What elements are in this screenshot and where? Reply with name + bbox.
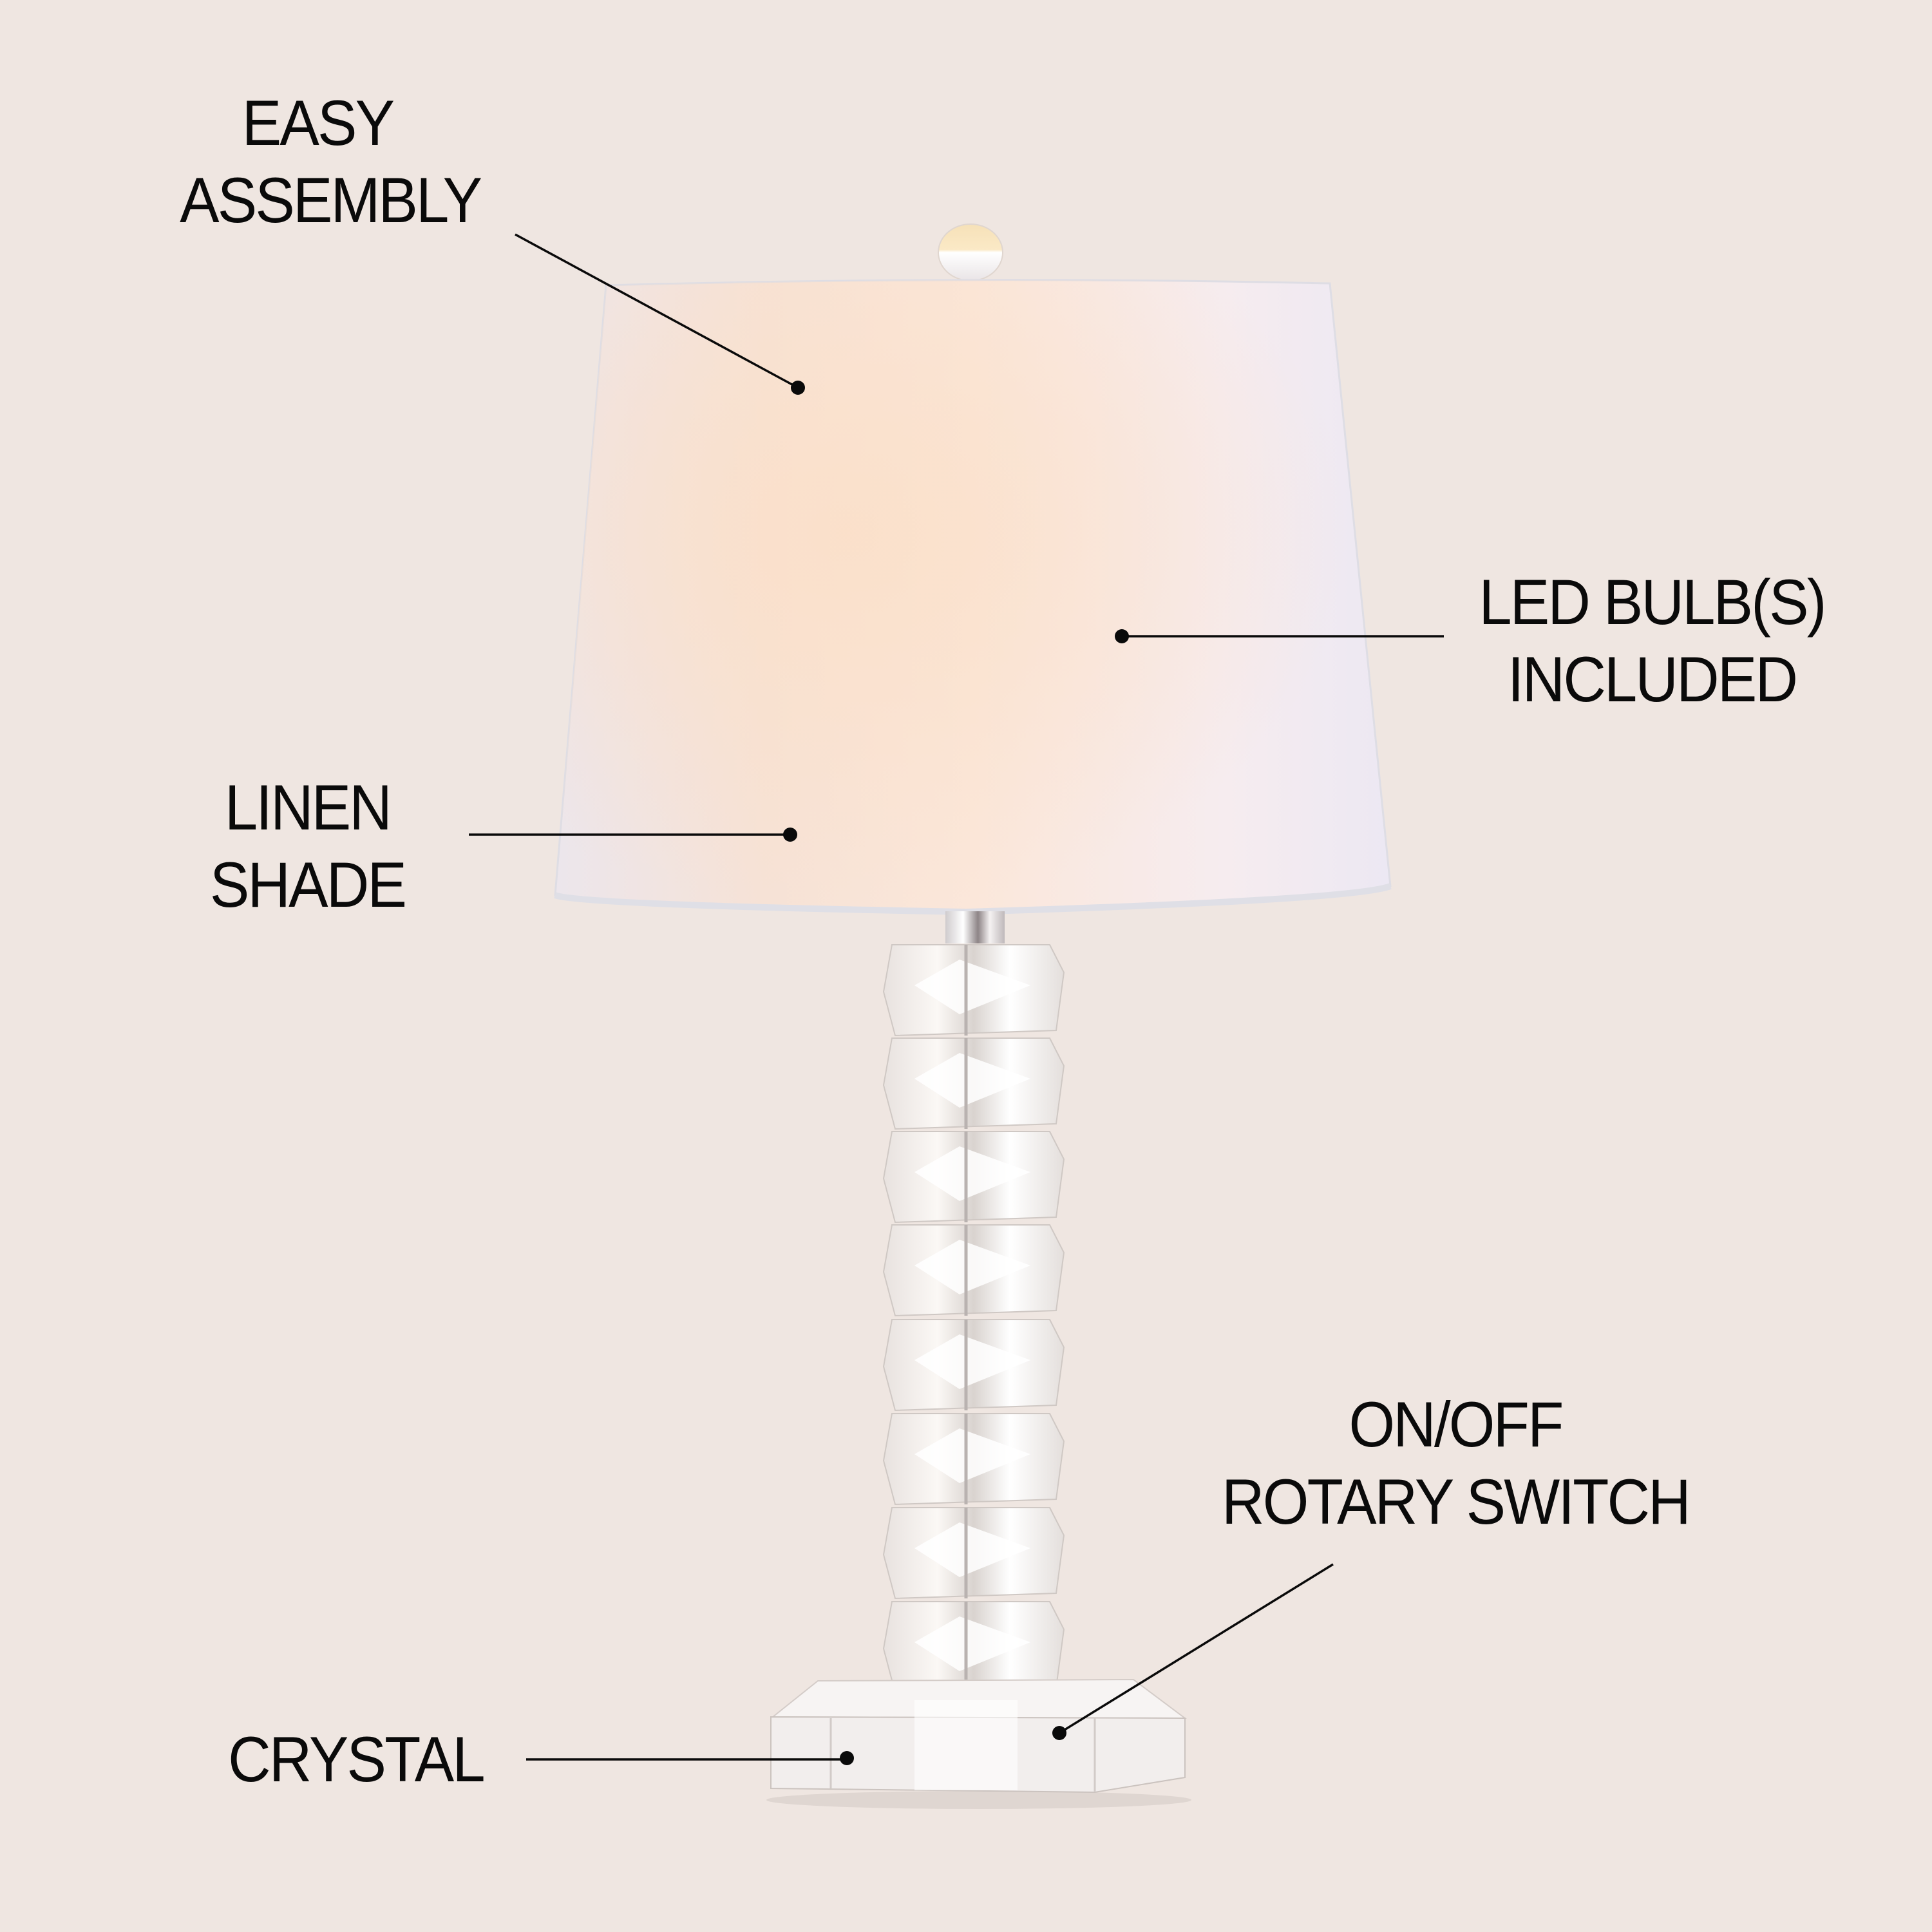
callout-line: CRYSTAL: [228, 1723, 485, 1795]
callout-line: LINEN: [224, 772, 392, 843]
callout-rotary-switch: ON/OFF ROTARY SWITCH: [1216, 1386, 1695, 1540]
callout-leaders: [469, 233, 1444, 1765]
dot-crystal: [840, 1751, 854, 1765]
dot-linen-shade: [783, 828, 797, 842]
callout-line: INCLUDED: [1507, 643, 1798, 715]
crystal-base: [766, 1678, 1191, 1809]
callout-line: ASSEMBLY: [180, 164, 482, 236]
callout-crystal: CRYSTAL: [220, 1721, 492, 1798]
callout-line: ON/OFF: [1349, 1388, 1564, 1460]
callout-line: ROTARY SWITCH: [1222, 1466, 1691, 1537]
callout-easy-assembly: EASY ASSEMBLY: [180, 84, 482, 239]
callout-led-bulbs: LED BULB(S) INCLUDED: [1469, 564, 1834, 718]
callout-linen-shade: LINEN SHADE: [201, 769, 413, 923]
callout-line: LED BULB(S): [1479, 566, 1826, 638]
linen-shade: [554, 279, 1392, 916]
dot-rotary-switch: [1052, 1726, 1066, 1740]
callout-line: EASY: [242, 87, 395, 158]
metal-neck: [945, 911, 1005, 943]
dot-easy-assembly: [791, 381, 805, 395]
leader-rotary-switch: [1059, 1563, 1334, 1734]
finial: [938, 223, 1003, 281]
leader-easy-assembly: [515, 233, 799, 389]
crystal-column: [884, 944, 1064, 1692]
callout-line: SHADE: [209, 849, 407, 920]
dot-led-bulbs: [1115, 629, 1129, 643]
